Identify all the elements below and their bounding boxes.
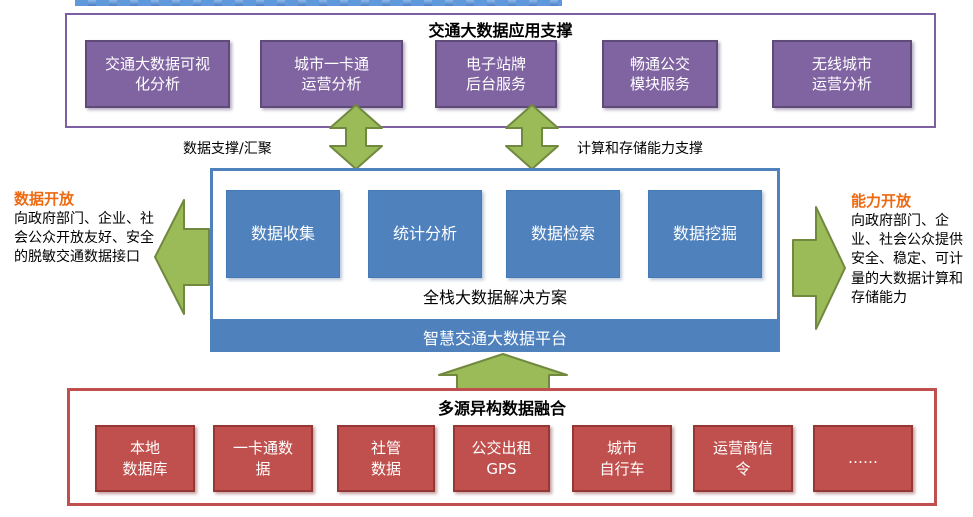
flow-label-compute-storage: 计算和存储能力支撑: [577, 141, 703, 157]
left-block-arrow: [154, 199, 210, 315]
up-block-arrow: [438, 353, 568, 391]
app-box-smooth-bus: 畅通公交 模块服务: [602, 40, 718, 108]
source-box-card-data: 一卡通数 据: [213, 425, 313, 492]
source-box-city-bike: 城市 自行车: [572, 425, 672, 492]
capability-open-body: 向政府部门、企业、社会公众提供安全、稳定、可计量的大数据计算和存储能力: [851, 212, 963, 306]
source-box-social-data: 社管 数据: [337, 425, 435, 492]
data-open-callout: 数据开放 向政府部门、企业、社会公众开放友好、安全的脱敏交通数据接口: [14, 189, 154, 268]
solution-box-data-collect: 数据收集: [226, 190, 340, 278]
solution-box-data-mining: 数据挖掘: [648, 190, 762, 278]
source-box-ellipsis: ……: [813, 425, 913, 492]
data-open-title: 数据开放: [14, 190, 75, 208]
flow-label-data-support: 数据支撑/汇聚: [183, 141, 272, 157]
platform-bar: 智慧交通大数据平台: [210, 322, 780, 352]
double-arrow-left: [329, 104, 383, 170]
solution-box-data-search: 数据检索: [506, 190, 620, 278]
right-block-arrow: [792, 206, 846, 330]
app-box-visual-analysis: 交通大数据可视 化分析: [85, 40, 230, 108]
solution-caption: 全栈大数据解决方案: [422, 288, 567, 307]
app-support-title: 交通大数据应用支撑: [428, 21, 573, 40]
clipped-title-fragment: [75, 0, 562, 6]
app-box-e-stop-service: 电子站牌 后台服务: [435, 40, 557, 108]
double-arrow-right: [505, 104, 559, 170]
app-box-card-operation: 城市一卡通 运营分析: [260, 40, 403, 108]
capability-open-title: 能力开放: [851, 192, 912, 210]
capability-open-callout: 能力开放 向政府部门、企业、社会公众提供安全、稳定、可计量的大数据计算和存储能力: [851, 191, 967, 308]
data-open-body: 向政府部门、企业、社会公众开放友好、安全的脱敏交通数据接口: [14, 210, 154, 266]
data-fusion-title: 多源异构数据融合: [437, 399, 566, 418]
app-box-wireless-city: 无线城市 运营分析: [772, 40, 912, 108]
source-box-local-db: 本地 数据库: [95, 425, 195, 492]
source-box-operator-signal: 运营商信 令: [693, 425, 793, 492]
source-box-bus-taxi-gps: 公交出租 GPS: [453, 425, 550, 492]
solution-box-stat-analysis: 统计分析: [368, 190, 482, 278]
